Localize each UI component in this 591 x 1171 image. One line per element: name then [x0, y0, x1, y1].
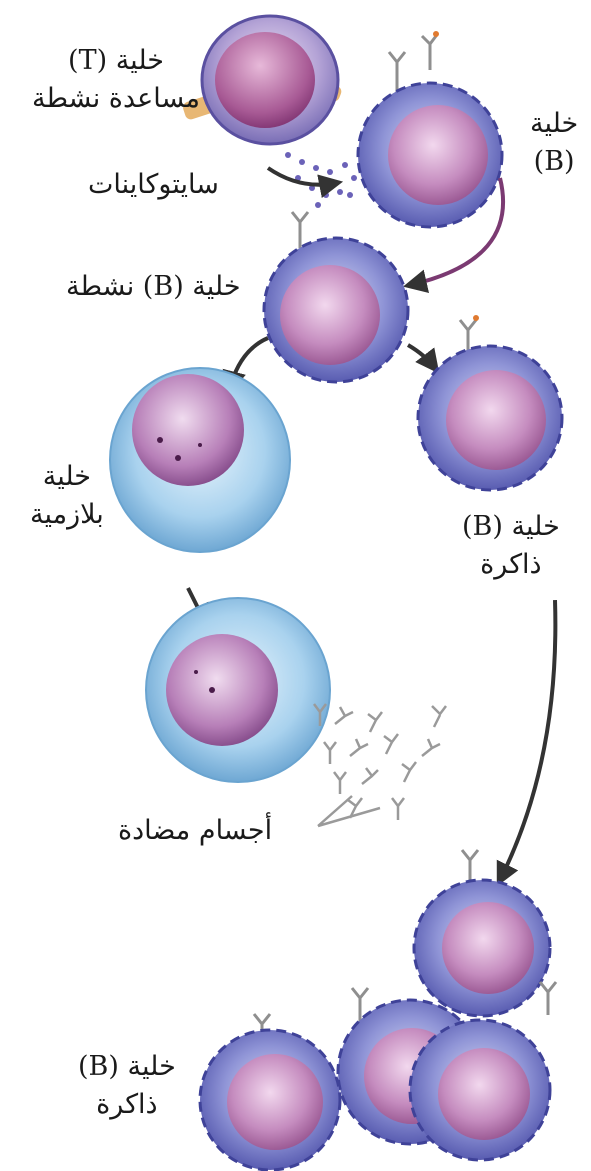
- label-activated-b-cell: خلية (B) نشطة: [66, 268, 241, 306]
- label-plasma-line1: خلية: [30, 458, 104, 496]
- label-memory-b-cell-2: خلية (B) ذاكرة: [78, 1048, 176, 1124]
- label-memory-b-line2: ذاكرة: [462, 546, 560, 584]
- label-memory-b2-line1: خلية (B): [78, 1048, 176, 1086]
- activated-b-cell: [264, 212, 408, 382]
- label-memory-b2-line2: ذاكرة: [78, 1086, 176, 1124]
- label-antibodies: أجسام مضادة: [118, 812, 272, 850]
- memory-b-cell: [418, 315, 562, 490]
- antibodies-group: [314, 704, 446, 826]
- label-memory-b-line1: خلية (B): [462, 508, 560, 546]
- b-cell-nucleus: [388, 105, 488, 205]
- label-helper-t-cell: خلية (T) مساعدة نشطة: [32, 42, 200, 118]
- label-helper-t-line2: مساعدة نشطة: [32, 80, 200, 118]
- label-b-cell-line1: خلية: [530, 105, 578, 143]
- memory-b-cluster: [200, 850, 556, 1170]
- label-cytokines: سايتوكاينات: [88, 166, 219, 204]
- label-b-cell-line2: (B): [530, 143, 578, 181]
- label-memory-b-cell: خلية (B) ذاكرة: [462, 508, 560, 584]
- label-plasma-line2: بلازمية: [30, 496, 104, 534]
- label-b-cell: خلية (B): [530, 105, 578, 181]
- helper-t-cell: [182, 16, 344, 144]
- arrow-cytokines: [268, 168, 336, 185]
- plasma-cell: [110, 368, 290, 552]
- b-cell: [358, 31, 502, 227]
- plasma-cell-secreting: [146, 598, 330, 782]
- label-plasma-cell: خلية بلازمية: [30, 458, 104, 534]
- arrow-memory-proliferation: [500, 600, 555, 880]
- t-cell-nucleus: [215, 32, 315, 128]
- arrow-to-memory: [408, 345, 435, 368]
- label-helper-t-line1: خلية (T): [32, 42, 200, 80]
